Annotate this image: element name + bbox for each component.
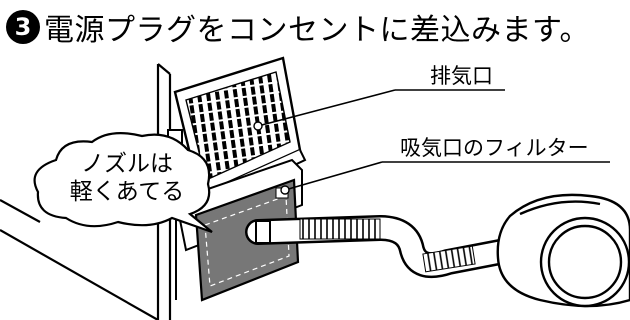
speech-bubble-text: ノズルは 軽くあてる bbox=[62, 150, 192, 206]
exhaust-label: 排気口 bbox=[430, 64, 493, 88]
speech-bubble-line1: ノズルは bbox=[81, 151, 173, 177]
exhaust-leader-dot bbox=[253, 121, 263, 131]
intake-filter-label: 吸気口のフィルター bbox=[400, 136, 589, 160]
speech-bubble-shape bbox=[33, 131, 213, 234]
exhaust-leader-line bbox=[257, 89, 396, 127]
step-heading: 3 電源プラグをコンセントに差込みます。 bbox=[6, 4, 590, 50]
speech-bubble-line2: 軽くあてる bbox=[69, 179, 185, 205]
filter-leader-line bbox=[284, 161, 383, 191]
filter-leader-dot bbox=[280, 185, 290, 195]
vacuum-cleaner bbox=[496, 193, 630, 308]
step-number-badge: 3 bbox=[6, 10, 40, 44]
step-instruction: 電源プラグをコンセントに差込みます。 bbox=[44, 13, 590, 48]
vacuum-hose bbox=[245, 214, 513, 278]
